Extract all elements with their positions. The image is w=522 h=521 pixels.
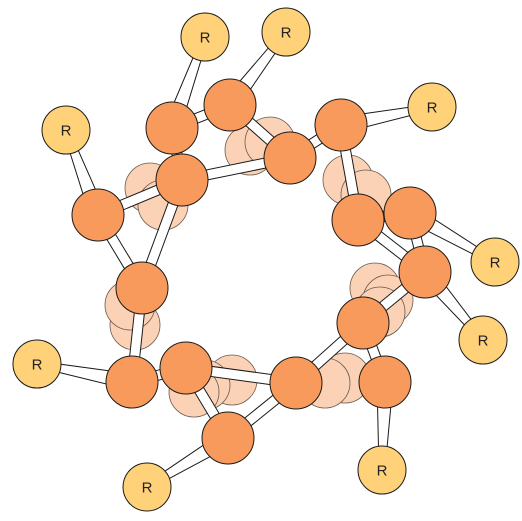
substituent-r: R	[261, 7, 311, 57]
substituent-atom	[122, 462, 172, 512]
substituent-atom	[357, 445, 407, 495]
substituent-r: R	[458, 315, 508, 365]
substituent-atom	[261, 7, 311, 57]
substituent-label: R	[427, 100, 438, 117]
carbon-atom	[263, 131, 317, 185]
substituent-label: R	[142, 480, 153, 497]
carbon-atom	[105, 355, 159, 409]
substituent-r: R	[180, 12, 230, 62]
substituent-r: R	[357, 445, 407, 495]
substituent-atom	[41, 105, 91, 155]
substituent-r: R	[470, 237, 520, 287]
substituent-layer: R R R R R R R R R	[12, 7, 520, 512]
carbon-atom	[331, 193, 385, 247]
substituent-r: R	[12, 339, 62, 389]
atom-layer	[71, 78, 452, 465]
substituent-atom	[470, 237, 520, 287]
substituent-label: R	[490, 255, 501, 272]
carbon-atom	[398, 245, 452, 299]
substituent-atom	[407, 82, 457, 132]
substituent-label: R	[200, 30, 211, 47]
carbon-atom	[336, 296, 390, 350]
carbon-atom	[159, 341, 213, 395]
carbon-atom	[203, 78, 257, 132]
carbon-atom	[269, 356, 323, 410]
carbon-atom	[201, 411, 255, 465]
substituent-label: R	[478, 333, 489, 350]
carbon-atom	[383, 186, 437, 240]
substituent-r: R	[41, 105, 91, 155]
substituent-atom	[12, 339, 62, 389]
substituent-label: R	[32, 357, 43, 374]
substituent-atom	[180, 12, 230, 62]
carbon-atom	[71, 188, 125, 242]
carbon-atom	[155, 153, 209, 207]
carbon-atom	[314, 98, 368, 152]
carbon-atom	[115, 261, 169, 315]
carbon-atom	[358, 355, 412, 409]
substituent-r: R	[122, 462, 172, 512]
substituent-label: R	[61, 123, 72, 140]
substituent-label: R	[377, 463, 388, 480]
substituent-atom	[458, 315, 508, 365]
substituent-label: R	[281, 25, 292, 42]
carbon-atom	[145, 101, 199, 155]
substituent-r: R	[407, 82, 457, 132]
